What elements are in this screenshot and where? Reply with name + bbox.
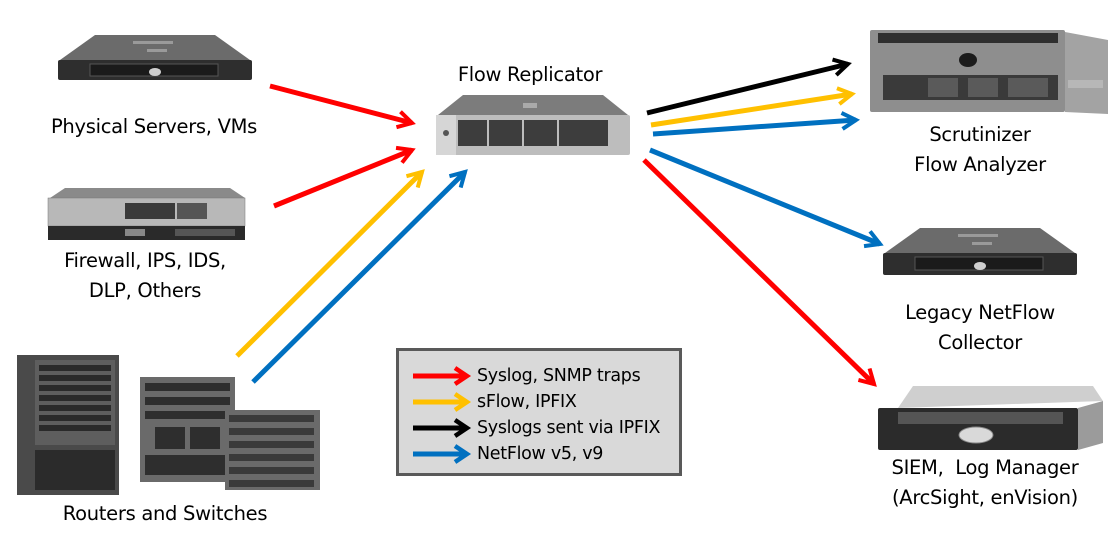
arrow-servers-to-hub [269, 83, 416, 130]
arrow-routers-yellow-to-hub [235, 169, 425, 358]
arrow-hub-red-to-siem [642, 158, 877, 387]
label-routers-switches: Routers and Switches [40, 499, 290, 529]
arrow-hub-yellow-to-scrutinizer [650, 86, 856, 128]
label-legacy-collector: Legacy NetFlow Collector [880, 298, 1080, 358]
physical-server-icon [58, 35, 252, 80]
label-line: Firewall, IPS, IDS, [64, 249, 226, 272]
siem-server-icon [878, 386, 1103, 450]
label-line: DLP, Others [88, 279, 202, 302]
label-scrutinizer: Scrutinizer Flow Analyzer [880, 120, 1080, 180]
label-physical-servers: Physical Servers, VMs [38, 112, 270, 142]
label-firewall: Firewall, IPS, IDS, DLP, Others [40, 246, 250, 306]
legend-label: sFlow, IPFIX [477, 392, 577, 412]
legend-item-yellow: sFlow, IPFIX [411, 390, 577, 414]
arrow-hub-blue-to-legacy [649, 147, 884, 249]
legend-item-blue: NetFlow v5, v9 [411, 442, 603, 466]
label-line: Flow Analyzer [914, 153, 1046, 176]
legend-label: Syslogs sent via IPFIX [477, 418, 661, 438]
label-flow-replicator: Flow Replicator [425, 60, 635, 90]
arrow-hub-black-to-scrutinizer [646, 57, 852, 116]
label-line: Flow Replicator [457, 63, 603, 86]
yellow-arrow-icon [413, 392, 472, 412]
legend: Syslog, SNMP traps sFlow, IPFIX Syslogs … [396, 348, 682, 476]
label-line: Legacy NetFlow [905, 301, 1055, 324]
legend-item-black: Syslogs sent via IPFIX [411, 416, 660, 440]
label-line: Scrutinizer [929, 123, 1031, 146]
scrutinizer-server-icon [870, 30, 1108, 114]
arrow-firewall-to-hub [273, 145, 416, 209]
flow-replicator-icon [436, 95, 630, 155]
legend-label: NetFlow v5, v9 [477, 444, 604, 464]
legend-label: Syslog, SNMP traps [477, 366, 641, 386]
label-line: SIEM, Log Manager [891, 456, 1079, 479]
red-arrow-icon [413, 366, 472, 386]
label-line: Physical Servers, VMs [50, 115, 258, 138]
legacy-collector-icon [883, 228, 1077, 275]
blue-arrow-icon [413, 444, 472, 464]
label-siem: SIEM, Log Manager (ArcSight, enVision) [870, 453, 1100, 513]
label-line: Routers and Switches [62, 502, 268, 525]
arrow-hub-blue-to-scrutinizer [652, 111, 861, 137]
label-line: (ArcSight, enVision) [892, 486, 1078, 509]
arrow-routers-blue-to-hub [251, 169, 468, 384]
label-line: Collector [938, 331, 1022, 354]
legend-item-red: Syslog, SNMP traps [411, 364, 641, 388]
firewall-icon [47, 188, 246, 240]
routers-switches-icon [17, 355, 320, 495]
black-arrow-icon [413, 418, 472, 438]
